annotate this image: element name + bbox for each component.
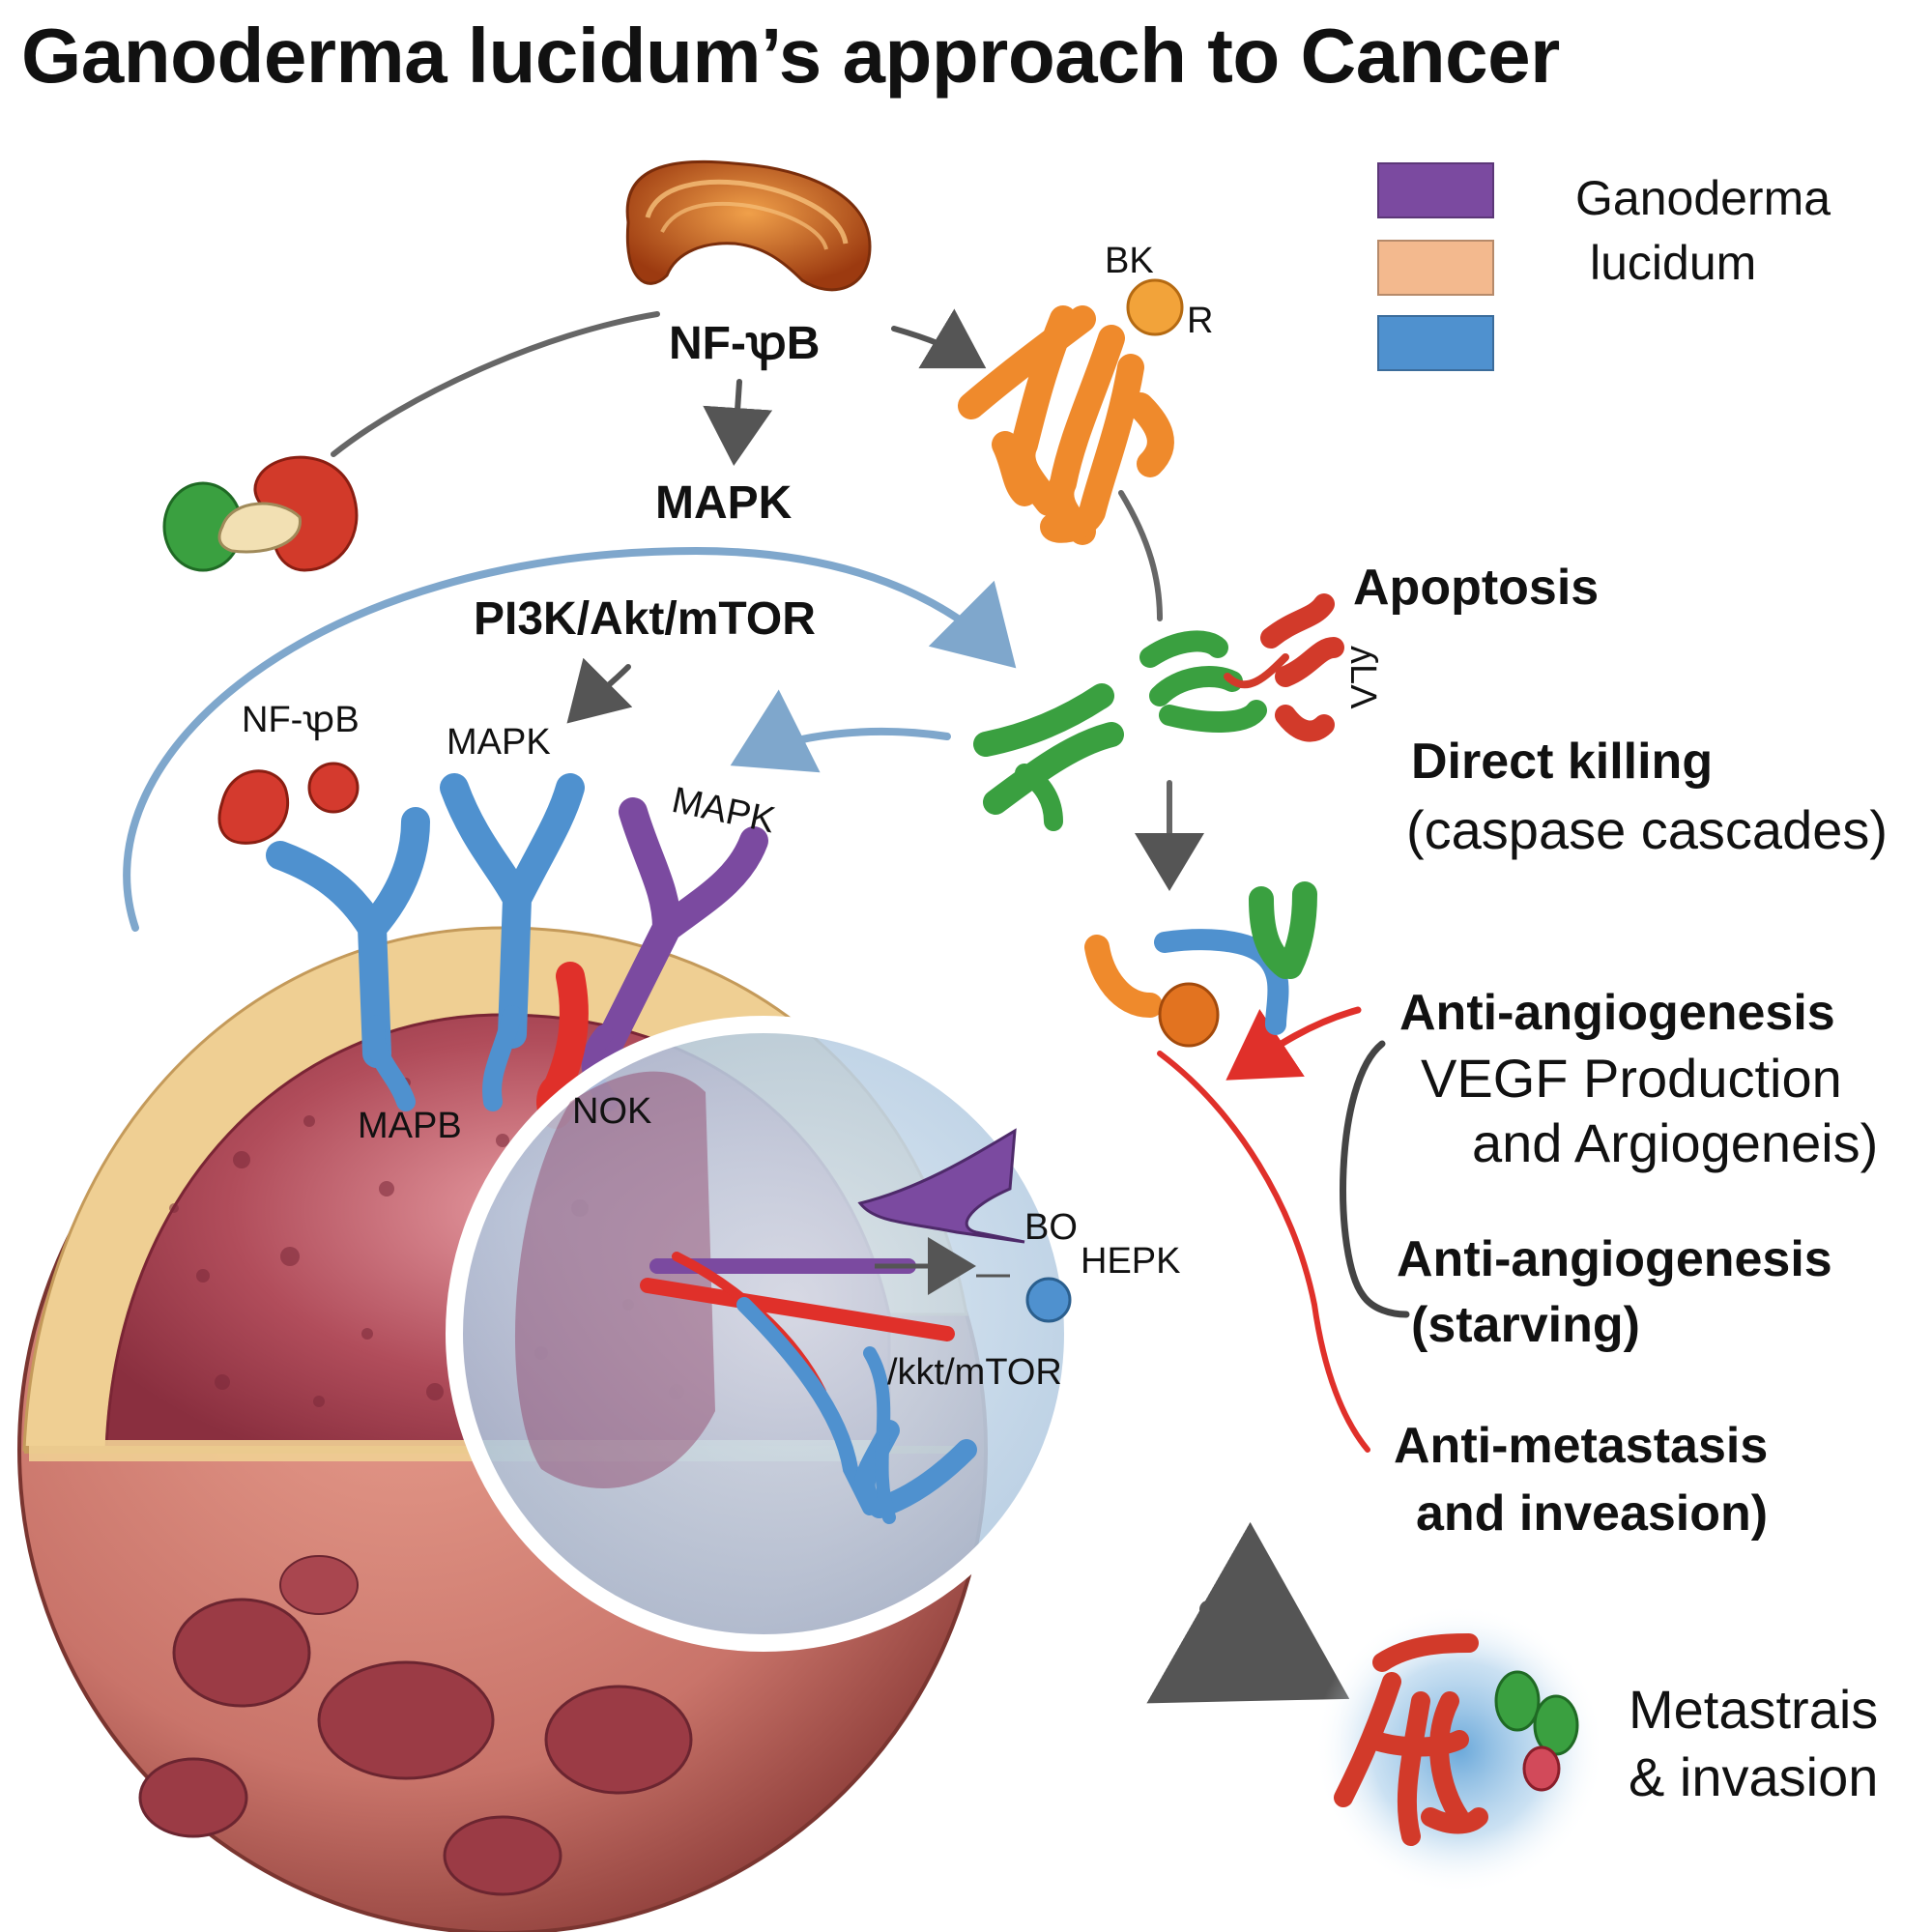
- label-pi3k-akt-mtor: PI3K/Akt/mTOR: [474, 593, 816, 645]
- label-anti-metastasis-1: Anti-metastasis: [1394, 1418, 1769, 1474]
- page-title: Ganoderma lucidum’s approach to Cancer: [21, 13, 1560, 99]
- label-metastrais-line2: & invasion: [1629, 1746, 1879, 1807]
- pathway-arrows: [123, 308, 1410, 1704]
- membrane-receptors: [266, 773, 768, 1129]
- label-bk-r: R: [1187, 301, 1214, 341]
- label-mapk-receptor-1: MAPK: [447, 722, 551, 763]
- apoptosis-proteins: [973, 593, 1344, 831]
- label-caspase-cascades: (caspase cascades): [1406, 799, 1889, 860]
- label-starving: (starving): [1411, 1297, 1640, 1353]
- label-apoptosis: Apoptosis: [1353, 560, 1600, 616]
- label-anti-metastasis-2: and inveasion): [1416, 1485, 1769, 1542]
- label-nfkb-top: NF-ꝕB: [669, 318, 821, 369]
- legend-swatch-blue: [1377, 315, 1494, 371]
- label-bk: BK: [1105, 241, 1154, 281]
- label-nok: NOK: [572, 1091, 652, 1132]
- label-anti-angiogenesis-1: Anti-angiogenesis: [1399, 985, 1835, 1041]
- legend-label-line2: lucidum: [1590, 236, 1757, 290]
- metastasis-cluster: [1314, 1604, 1604, 1894]
- legend-swatch-orange: [1377, 240, 1494, 296]
- legend-label-line1: Ganoderma: [1575, 171, 1831, 225]
- label-anti-angiogenesis-2: Anti-angiogenesis: [1397, 1231, 1832, 1287]
- bk-ligand-icon: [1126, 278, 1184, 336]
- label-nfkb-receptor: NF-ꝕB: [242, 700, 360, 740]
- bk-receptor: [958, 305, 1174, 545]
- label-kkt-mtor: /kkt/mTOR: [887, 1352, 1062, 1393]
- label-hepk: HEPK: [1081, 1241, 1181, 1282]
- label-metastrais-line1: Metastrais: [1629, 1679, 1879, 1740]
- label-mapk-top: MAPK: [655, 477, 793, 529]
- label-apoptosis-side: ʎLΛ: [1342, 646, 1383, 709]
- label-bo: BO: [1024, 1207, 1078, 1248]
- nfkb-molecules: [217, 762, 360, 845]
- mushroom-icon: [625, 159, 872, 292]
- bioactive-compound-icon: [162, 455, 359, 572]
- legend-swatch-purple: [1377, 162, 1494, 218]
- angiogenesis-proteins: [1084, 881, 1317, 1048]
- label-vegf-line2: and Argiogeneis): [1472, 1112, 1879, 1173]
- label-direct-killing: Direct killing: [1411, 734, 1714, 790]
- label-mapb: MAPB: [358, 1106, 462, 1146]
- magnified-view: [446, 1016, 1081, 1652]
- label-vegf-line1: VEGF Production: [1421, 1048, 1842, 1109]
